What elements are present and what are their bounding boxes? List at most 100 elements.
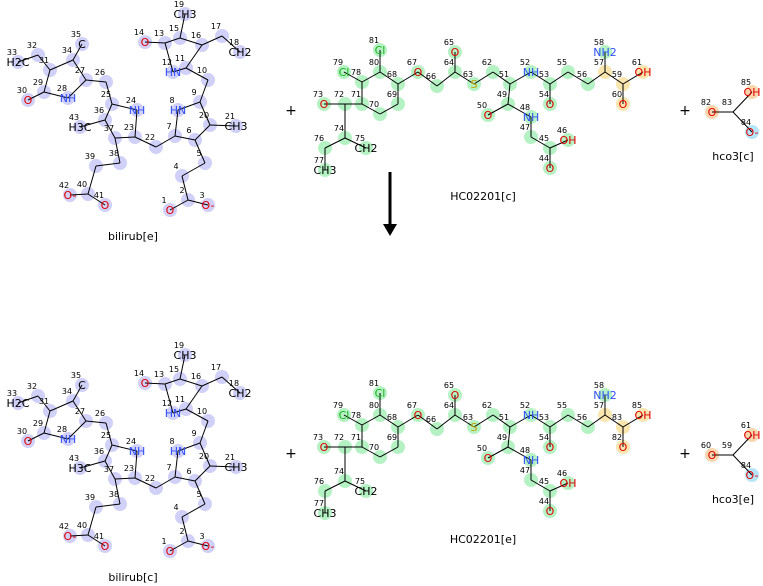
plus-sign: +: [285, 446, 297, 462]
bond: [43, 432, 69, 440]
atom-number: 36: [94, 106, 104, 115]
atom-label: O: [484, 452, 493, 465]
bond: [187, 540, 209, 547]
atom-label: NH: [60, 433, 77, 446]
atom-label: NH: [523, 66, 540, 79]
bond: [473, 71, 494, 85]
bond: [473, 414, 494, 428]
atom-number: 49: [497, 90, 507, 99]
bond: [397, 414, 419, 428]
atom-number: 77: [314, 499, 324, 508]
atom-label: OH: [635, 66, 652, 79]
atom-number: 69: [387, 433, 397, 442]
atom-label: O: [619, 98, 628, 111]
atom-number: 42: [59, 522, 69, 531]
atom-number: 32: [27, 382, 37, 391]
atom-number: 53: [539, 70, 549, 79]
atom-number: 3: [199, 191, 204, 200]
atom-number: 47: [520, 466, 530, 475]
atom-label: CH3: [314, 164, 337, 177]
atom-label: H3C: [69, 462, 92, 475]
bond: [361, 446, 381, 458]
atom-number: 34: [62, 46, 72, 55]
bond: [49, 400, 74, 412]
bond: [209, 124, 237, 127]
molecule-name: hco3[e]: [712, 493, 754, 506]
bond: [343, 71, 363, 83]
atom-number: 38: [109, 149, 119, 158]
bond: [379, 414, 399, 428]
atom-label: NH2: [593, 46, 617, 59]
bond: [114, 137, 121, 164]
bond: [69, 534, 89, 537]
atom-number: 81: [369, 379, 379, 388]
atom-label: NH: [523, 409, 540, 422]
bond: [622, 414, 644, 428]
atom-number: 26: [95, 68, 105, 77]
bond: [181, 503, 206, 518]
bond: [185, 385, 203, 410]
bond: [397, 71, 419, 85]
atom-label: O: [320, 441, 329, 454]
atom-label: C: [78, 379, 86, 392]
atom-label: O: [546, 505, 555, 518]
atom-number: 52: [520, 401, 530, 410]
bond: [567, 414, 589, 428]
bond: [549, 139, 569, 149]
bond: [17, 54, 39, 63]
bond: [549, 482, 569, 492]
atom-number: 25: [101, 90, 111, 99]
atom-number: 16: [191, 31, 201, 40]
atom-number: 14: [134, 369, 144, 378]
atom-number: 70: [369, 100, 379, 109]
atom-number: 9: [191, 88, 196, 97]
atom-number: 52: [520, 58, 530, 67]
atom-number: 29: [33, 78, 43, 87]
bond: [134, 136, 157, 148]
atom-label: O: [619, 441, 628, 454]
bond: [221, 35, 241, 53]
bond: [530, 414, 551, 428]
atom-label: H2C: [7, 56, 30, 69]
bond: [134, 477, 157, 489]
atom-number: 83: [722, 98, 732, 107]
atom-label: CH3: [225, 120, 248, 133]
atom-label: O: [24, 94, 33, 107]
atom-number: 28: [57, 425, 67, 434]
bond: [194, 139, 206, 164]
bond: [487, 446, 509, 459]
atom-number: 23: [124, 464, 134, 473]
atom-label: CH2: [229, 46, 252, 59]
atom-label: HN: [170, 104, 187, 117]
atom-number: 10: [197, 407, 207, 416]
bond: [95, 162, 121, 167]
atom-label: CH2: [355, 485, 378, 498]
atom-label: OH: [560, 477, 577, 490]
bond: [509, 71, 532, 85]
atom-number: 41: [94, 532, 104, 541]
atom-label: HN: [170, 445, 187, 458]
bond: [324, 480, 346, 492]
atom-number: 8: [169, 96, 174, 105]
atom-number: 40: [77, 521, 87, 530]
atom-label: Cl: [339, 409, 350, 422]
atom-number: 57: [594, 401, 604, 410]
atom-number: 74: [334, 467, 344, 476]
atom-number: 24: [126, 437, 136, 446]
bond: [530, 136, 551, 149]
atom-number: 78: [351, 68, 361, 77]
bond: [732, 434, 753, 456]
bond: [169, 540, 189, 552]
atom-number: 26: [95, 409, 105, 418]
bond: [194, 124, 211, 141]
atom-number: 82: [701, 98, 711, 107]
atom-label: O: [451, 46, 460, 59]
atom-number: 83: [612, 413, 622, 422]
atom-label: O: [141, 377, 150, 390]
bond: [111, 444, 138, 452]
atom-number: 56: [577, 70, 587, 79]
atom-number: 33: [7, 48, 17, 57]
atom-label: NH: [60, 92, 77, 105]
bond: [199, 79, 209, 103]
